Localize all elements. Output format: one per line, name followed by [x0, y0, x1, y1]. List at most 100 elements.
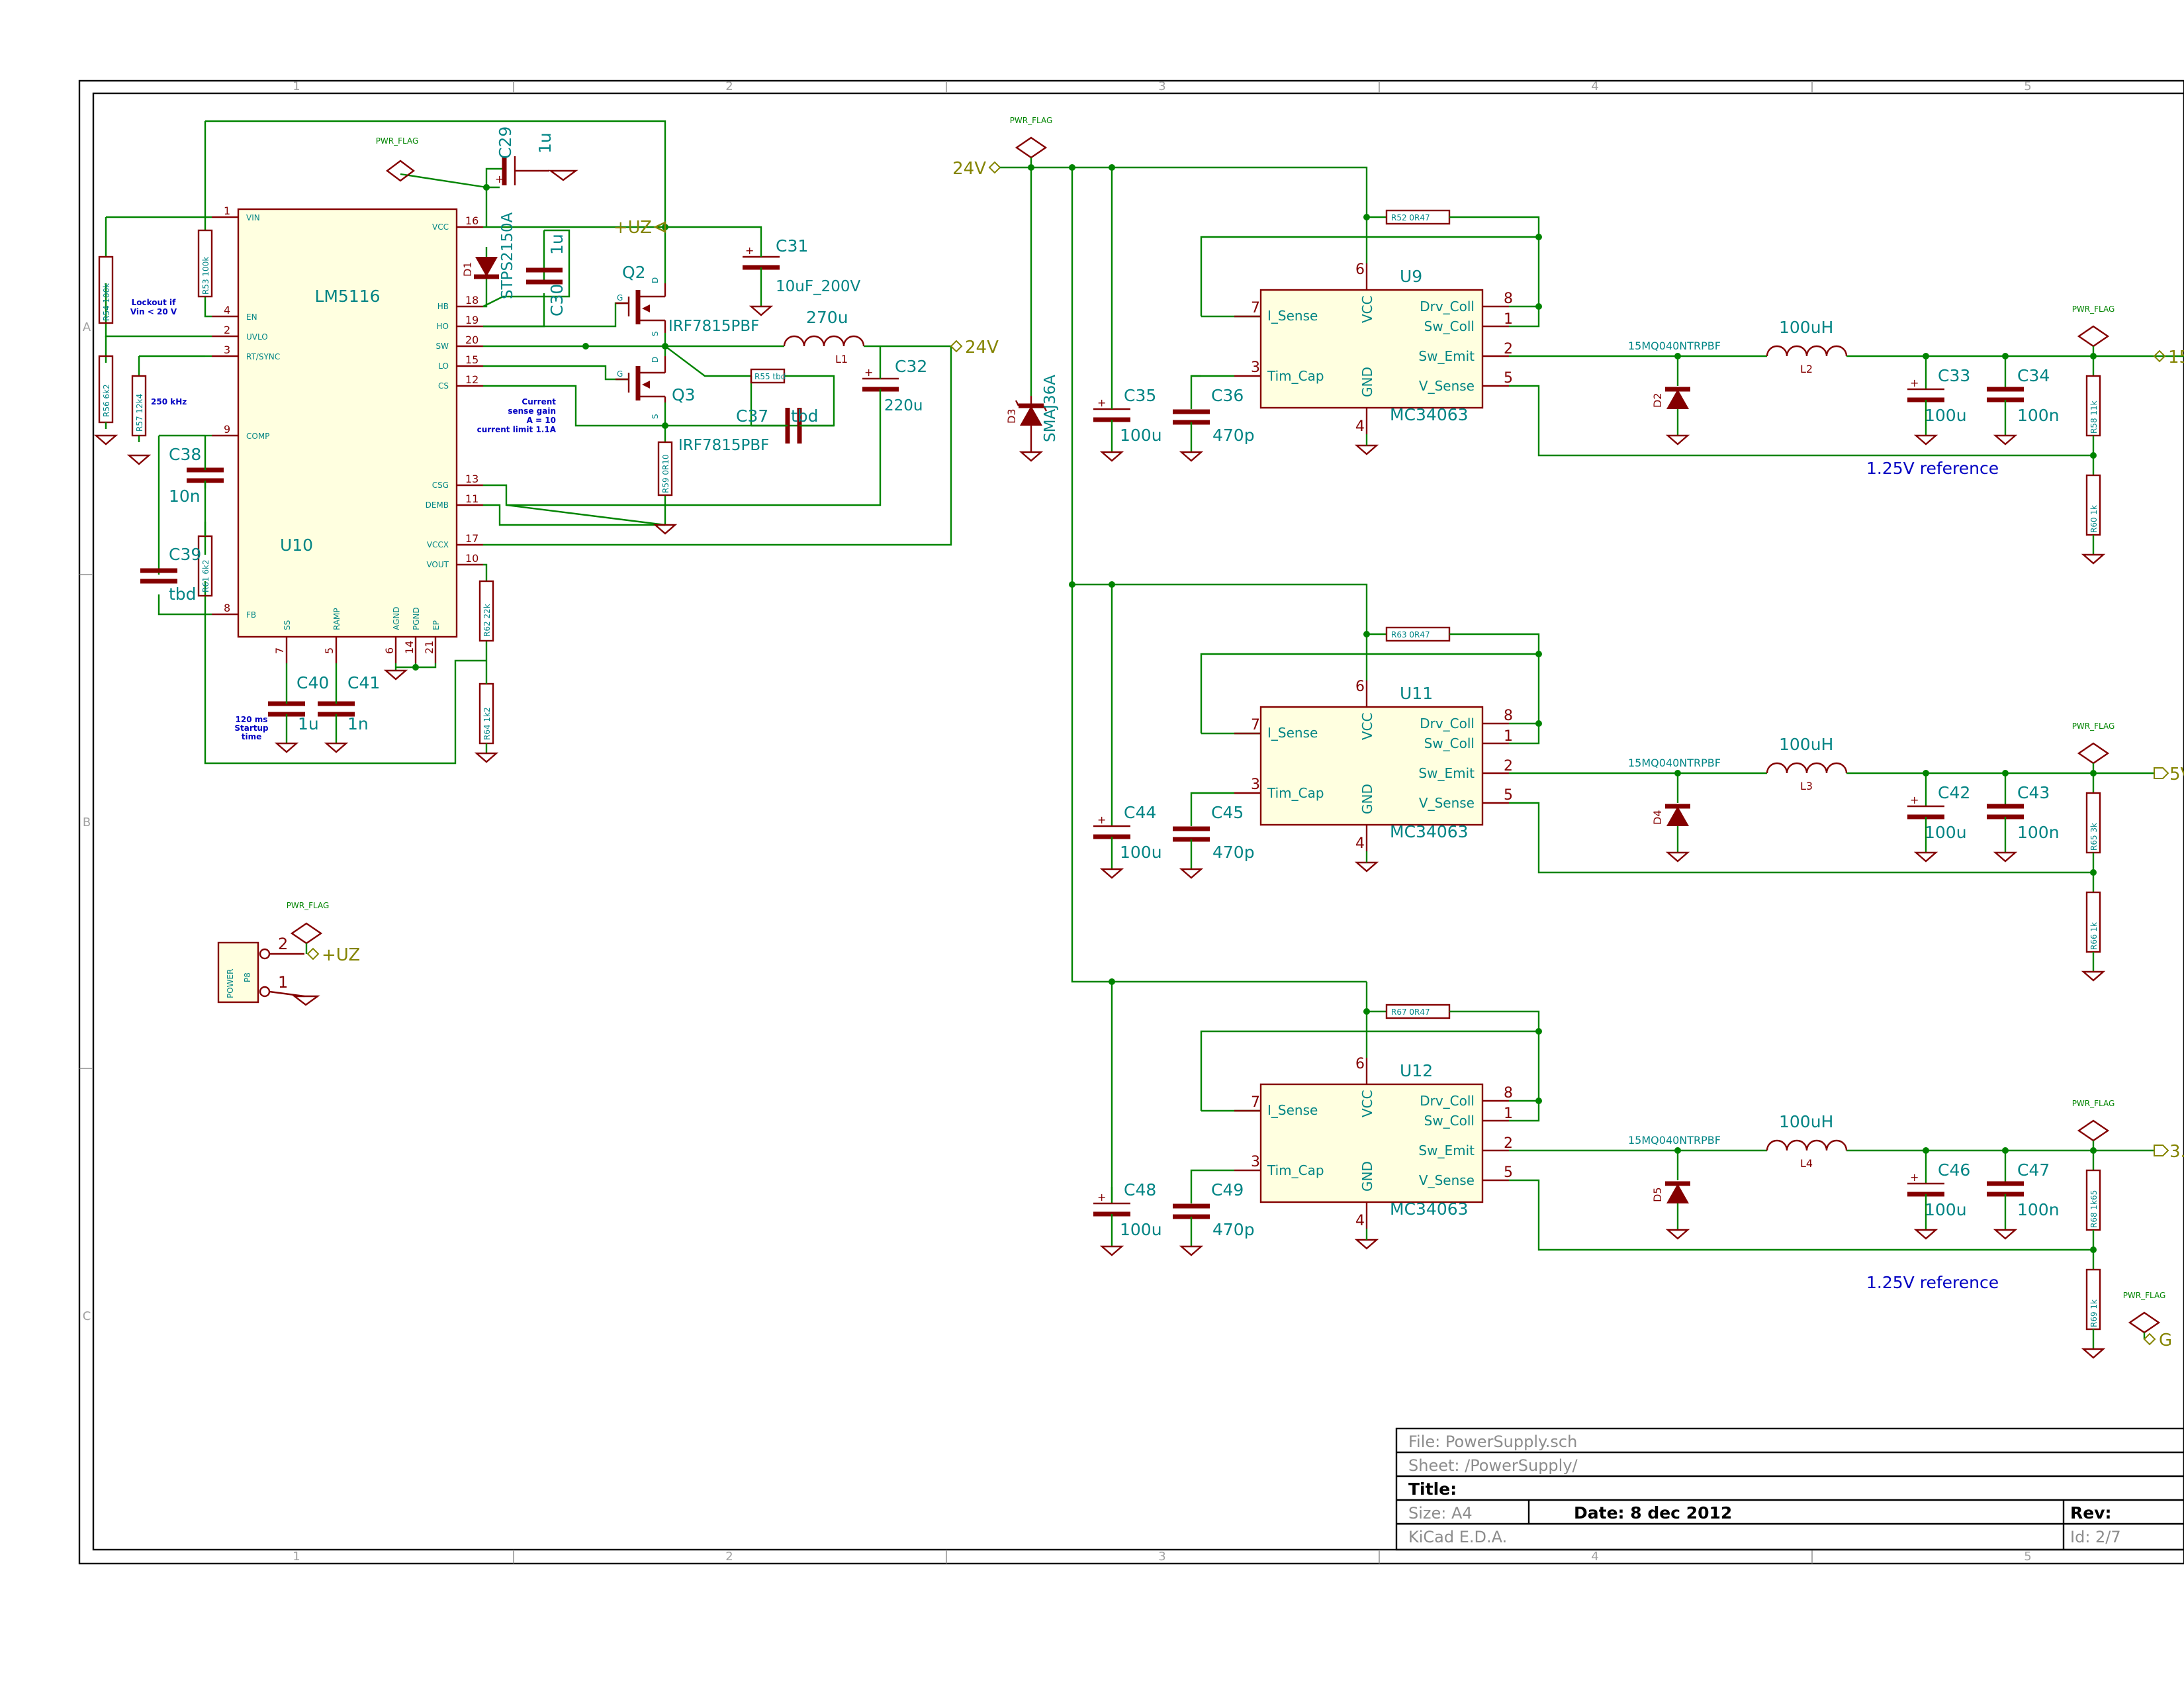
c38-value: 10n [169, 487, 201, 506]
d1-ref: D1 [461, 262, 474, 277]
svg-text:1: 1 [1504, 311, 1513, 328]
svg-text:100u: 100u [1925, 823, 1967, 842]
svg-text:2: 2 [1504, 1135, 1513, 1152]
pin-v-sense: V_Sense [1419, 378, 1475, 394]
diode-ref: D2 [1651, 393, 1664, 408]
rail-u-value: MC34063 [1390, 405, 1469, 424]
svg-text:120 ms: 120 ms [236, 715, 268, 724]
note-startup: 120 ms Startup time [234, 715, 269, 741]
cin-ref: C35 [1124, 386, 1156, 405]
c30-capacitor: C30 1u [526, 234, 567, 316]
c29-plus: + [495, 173, 504, 185]
u10-pin-name: EN [246, 312, 257, 322]
q2-g: G [617, 293, 623, 303]
r57-label: R57 12k4 [135, 394, 144, 432]
l1-ref: L1 [835, 353, 848, 365]
gnd-symbol [383, 669, 408, 680]
pwr-flag-label: PWR_FLAG [376, 136, 419, 146]
q2-ref: Q2 [622, 263, 646, 282]
note-sense: Current sense gain A = 10 current limit … [477, 397, 557, 434]
u10-pin-name: RT/SYNC [246, 352, 280, 361]
svg-text:2: 2 [1504, 758, 1513, 774]
svg-text:R67 0R47: R67 0R47 [1391, 1008, 1430, 1017]
net-uz-label: +UZ [614, 218, 652, 238]
u10-pin-name: LO [438, 361, 449, 371]
svg-text:PWR_FLAG: PWR_FLAG [2072, 722, 2115, 731]
svg-text:6: 6 [1355, 261, 1365, 278]
pin-gnd: GND [1359, 367, 1375, 397]
svg-text:100n: 100n [2017, 1200, 2060, 1219]
co2-ref: C34 [2017, 366, 2050, 385]
u10-pin-num: 6 [383, 647, 396, 654]
title-block: File: PowerSupply.sch Sheet: /PowerSuppl… [1395, 1427, 2184, 1551]
p8-pin-2: 2 [278, 935, 288, 953]
d3-ref: D3 [1005, 409, 1018, 424]
grid-col-5-top: 5 [2024, 79, 2031, 93]
pwr-flag-u10: PWR_FLAG [376, 136, 419, 182]
d3-value: SMAJ36A [1042, 375, 1059, 442]
q3-ref: Q3 [672, 385, 696, 404]
u10-pin-num: 1 [224, 205, 230, 217]
rail-5v: R63 0R47 I_Sense Tim_Cap VCC GND Drv_Col… [1093, 626, 2184, 982]
svg-text:100n: 100n [2017, 823, 2060, 842]
rail-out-net: 15 [2168, 348, 2184, 367]
c39-value: tbd [169, 585, 197, 604]
p8-value: POWER [226, 969, 235, 998]
svg-text:G: G [2159, 1331, 2172, 1350]
pwr-flag-label: PWR_FLAG [1010, 116, 1053, 125]
svg-text:R66 1k: R66 1k [2089, 922, 2099, 950]
svg-text:current limit 1.1A: current limit 1.1A [477, 425, 557, 434]
svg-text:sense gain: sense gain [508, 406, 556, 416]
svg-text:1.25V reference: 1.25V reference [1866, 1273, 1999, 1292]
net-uz-top: +UZ [614, 218, 666, 238]
svg-text:470p: 470p [1212, 843, 1255, 862]
svg-text:Drv_Coll: Drv_Coll [1420, 1093, 1475, 1109]
svg-text:7: 7 [1251, 717, 1260, 733]
svg-text:Drv_Coll: Drv_Coll [1420, 716, 1475, 731]
svg-text:Sw_Emit: Sw_Emit [1418, 765, 1475, 781]
grid-col-1-top: 1 [293, 79, 300, 93]
svg-text:U12: U12 [1400, 1061, 1433, 1080]
svg-text:+: + [1097, 1191, 1106, 1203]
gnd-symbol [324, 742, 349, 753]
u10-controller: LM5116 U10 1 4 2 3 9 8 VIN EN UVLO RT/SY… [212, 205, 483, 663]
u10-pin-num: 14 [403, 641, 416, 654]
svg-text:15MQ040NTRPBF: 15MQ040NTRPBF [1628, 757, 1721, 769]
q3-mosfet: Q3 IRF7815PBF G D S [615, 356, 769, 454]
svg-text:100u: 100u [1120, 1220, 1162, 1239]
u10-pin-name: RAMP [332, 608, 341, 630]
tb-file: File: PowerSupply.sch [1408, 1432, 1577, 1451]
pwr-flag-label: PWR_FLAG [287, 901, 330, 910]
pin-sw-emit: Sw_Emit [1418, 348, 1475, 364]
q3-value: IRF7815PBF [678, 437, 769, 454]
svg-text:VCC: VCC [1359, 712, 1375, 740]
c30-ref: C30 [547, 284, 567, 316]
r56-resistor: R56 6k2 [98, 355, 114, 424]
c31-capacitor: + C31 10uF_200V [743, 236, 860, 295]
pwr-flag-label: PWR_FLAG [2072, 305, 2115, 314]
r62-resistor: R62 22k [478, 580, 494, 642]
svg-text:L4: L4 [1800, 1157, 1813, 1170]
u10-pin-name: COMP [246, 432, 269, 441]
rail-u-ref: U9 [1400, 267, 1422, 286]
svg-text:+: + [1910, 1171, 1919, 1184]
grid-col-3-top: 3 [1158, 79, 1165, 93]
u10-wiring [105, 120, 952, 765]
svg-text:Sw_Emit: Sw_Emit [1418, 1143, 1475, 1158]
svg-text:C47: C47 [2017, 1160, 2050, 1180]
u10-value: LM5116 [314, 287, 380, 306]
r61-label: R61 6k2 [201, 559, 210, 592]
svg-text:100uH: 100uH [1779, 735, 1833, 754]
grid-col-2-bottom: 2 [725, 1550, 733, 1564]
r53-label: R53 100k [201, 257, 210, 295]
svg-text:4: 4 [1355, 1213, 1365, 1229]
p8-pin-1: 1 [278, 973, 288, 992]
l1-inductor: 270u L1 [783, 308, 865, 365]
u10-pin-num: 20 [465, 334, 478, 346]
c38-capacitor: C38 10n [169, 445, 224, 506]
gnd-symbol [749, 305, 774, 316]
c29-ref: C29 [496, 126, 515, 159]
svg-text:Current: Current [522, 397, 556, 406]
c29-capacitor: + C29 1u [495, 126, 555, 185]
r55-label: R55 tbd [754, 372, 786, 381]
